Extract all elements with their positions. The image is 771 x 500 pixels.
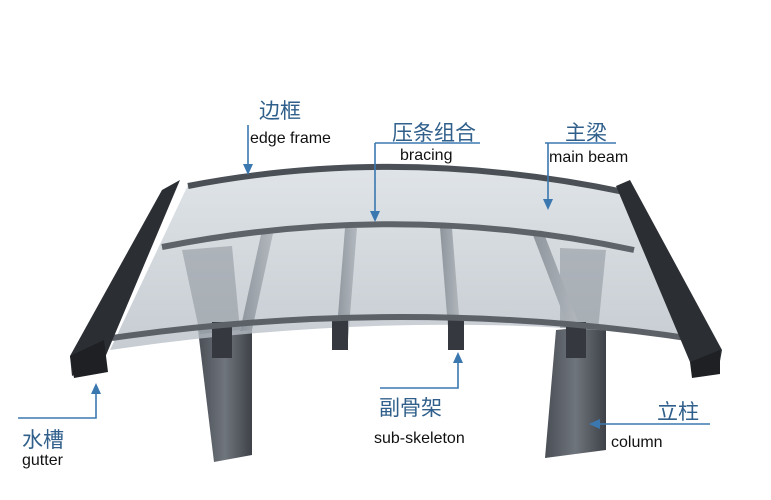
sub-skeleton-rib-2 bbox=[336, 228, 357, 340]
callout-gutter-arrow bbox=[91, 383, 101, 394]
front-beam bbox=[111, 313, 701, 343]
callout-column-arrow bbox=[589, 419, 600, 429]
label-sub-skeleton-zh: 副骨架 bbox=[379, 396, 442, 420]
label-gutter-zh: 水槽 bbox=[22, 428, 64, 452]
bracing-beam bbox=[161, 221, 635, 253]
callout-main-beam-arrow bbox=[543, 199, 553, 210]
rib-end-2 bbox=[332, 316, 348, 350]
label-column-zh: 立柱 bbox=[657, 400, 699, 424]
label-main-beam-en: main beam bbox=[549, 149, 629, 166]
label-main-beam-zh: 主梁 bbox=[565, 121, 607, 145]
callout-sub-skeleton-arrow bbox=[453, 352, 463, 363]
label-gutter-en: gutter bbox=[22, 452, 63, 469]
label-edge-frame-zh: 边框 bbox=[259, 99, 301, 123]
callout-sub-skeleton-line bbox=[380, 362, 459, 389]
edge-frame bbox=[187, 163, 625, 195]
sub-skeleton-rib-3 bbox=[440, 228, 461, 340]
gutter-left-face bbox=[70, 340, 108, 378]
sub-skeleton-rib-1 bbox=[240, 229, 274, 331]
label-bracing-zh: 压条组合 bbox=[392, 121, 476, 145]
callout-bracing-arrow bbox=[370, 211, 380, 222]
rib-end-left bbox=[212, 322, 232, 358]
gutter-right bbox=[616, 180, 722, 372]
callout-edge-frame-arrow bbox=[243, 164, 253, 175]
rib-end-3 bbox=[448, 316, 464, 350]
label-column-en: column bbox=[611, 434, 663, 451]
sub-skeleton-rib-4 bbox=[531, 230, 582, 332]
column-left bbox=[198, 325, 252, 462]
label-bracing-en: bracing bbox=[400, 147, 453, 164]
gutter-left bbox=[70, 180, 180, 376]
callout-gutter-line bbox=[18, 393, 97, 419]
rib-end-right bbox=[566, 322, 586, 358]
label-sub-skeleton-en: sub-skeleton bbox=[374, 430, 465, 447]
callout-main-beam-line bbox=[545, 142, 616, 200]
callout-bracing-line bbox=[374, 142, 480, 212]
column-left-upper bbox=[182, 246, 240, 334]
gutter-right-face bbox=[690, 350, 720, 378]
label-edge-frame-en: edge frame bbox=[250, 130, 331, 147]
